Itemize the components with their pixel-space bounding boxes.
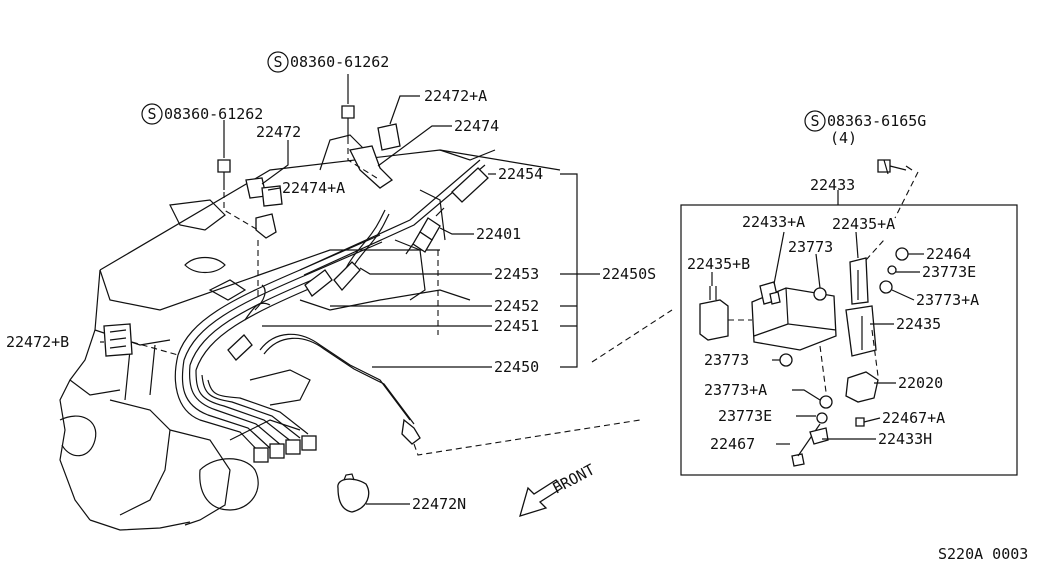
label-22451: 22451: [494, 317, 539, 335]
s-symbol-top: S: [267, 51, 289, 73]
s-symbol-label: S: [810, 112, 819, 130]
label-22467-a: 22467+A: [882, 409, 945, 427]
s-symbol-left: S: [141, 103, 163, 125]
label-23773-top: 23773: [788, 238, 833, 256]
label-22472-a: 22472+A: [424, 87, 487, 105]
label-22433-a: 22433+A: [742, 213, 805, 231]
label-22435: 22435: [896, 315, 941, 333]
label-23773e-bottom: 23773E: [718, 407, 772, 425]
label-22401: 22401: [476, 225, 521, 243]
engine-block-outline: [59, 134, 561, 531]
spark-plug-22401: [405, 207, 445, 255]
coil-assembly-box: [680, 204, 1018, 476]
label-22453: 22453: [494, 265, 539, 283]
wire-clips: [103, 105, 401, 513]
s-symbol-right: S: [804, 110, 826, 132]
ignition-wire-bundle: [174, 159, 489, 463]
label-22472: 22472: [256, 123, 301, 141]
label-22472n: 22472N: [412, 495, 466, 513]
ignition-coil-parts: [699, 159, 913, 467]
label-23773-a-bottom: 23773+A: [704, 381, 767, 399]
diagram-code: S220A 0003: [938, 545, 1028, 563]
label-08360-61262-left: 08360-61262: [164, 105, 263, 123]
s-symbol-label: S: [273, 53, 282, 71]
label-08363-qty: (4): [830, 129, 857, 147]
label-23773-bottom: 23773: [704, 351, 749, 369]
label-22474-a: 22474+A: [282, 179, 345, 197]
label-22020: 22020: [898, 374, 943, 392]
label-22454: 22454: [498, 165, 543, 183]
label-22467: 22467: [710, 435, 755, 453]
label-22433: 22433: [810, 176, 855, 194]
label-22452: 22452: [494, 297, 539, 315]
assembly-dashed-lines: [131, 138, 919, 456]
label-22472-b: 22472+B: [6, 333, 69, 351]
label-08360-61262-top: 08360-61262: [290, 53, 389, 71]
front-direction-indicator: FRONT: [519, 460, 598, 517]
label-22450s: 22450S: [602, 265, 656, 283]
leader-lines: [100, 74, 924, 505]
front-label: FRONT: [549, 460, 597, 497]
label-22450: 22450: [494, 358, 539, 376]
label-22474: 22474: [454, 117, 499, 135]
label-08363-6165g: 08363-6165G: [827, 112, 926, 130]
label-22435-b: 22435+B: [687, 255, 750, 273]
s-symbol-label: S: [147, 105, 156, 123]
label-22464: 22464: [926, 245, 971, 263]
label-22433h: 22433H: [878, 430, 932, 448]
label-22435-a: 22435+A: [832, 215, 895, 233]
part-labels: 08360-61262 08360-61262 08363-6165G (4) …: [6, 53, 979, 513]
label-23773-a-top: 23773+A: [916, 291, 979, 309]
label-23773e-top: 23773E: [922, 263, 976, 281]
